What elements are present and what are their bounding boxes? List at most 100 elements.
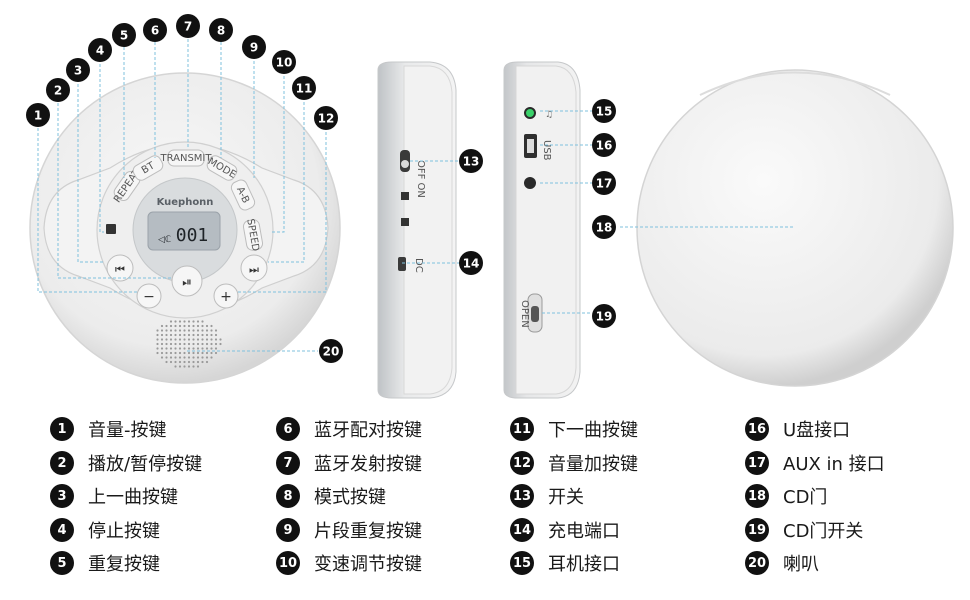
legend-number-badge: 6 [276, 417, 300, 441]
grille-dot [174, 333, 177, 337]
grille-dot [183, 351, 186, 355]
callout-badge: 8 [209, 18, 233, 42]
grille-dot [174, 342, 177, 346]
grille-dot [196, 360, 200, 364]
grille-dot [187, 356, 191, 359]
grille-dot [196, 356, 200, 359]
grille-dot [174, 320, 177, 323]
grille-dot [160, 333, 164, 337]
grille-dot [201, 356, 204, 359]
stop-button[interactable] [106, 224, 116, 234]
callout-badge: 19 [592, 304, 616, 328]
grille-dot [156, 342, 159, 346]
grille-dot [183, 324, 186, 328]
callout-badge-number: 19 [596, 310, 613, 324]
callout-badge-circle [272, 50, 296, 74]
grille-dot [201, 324, 204, 328]
grille-dot [210, 347, 213, 350]
callout-badge-number: 4 [96, 44, 104, 58]
legend-number-badge: 19 [745, 518, 769, 542]
callout-badge-number: 11 [296, 82, 313, 96]
callout-badge-number: 3 [74, 64, 82, 78]
callout-badge-circle [592, 133, 616, 157]
grille-dot [187, 333, 191, 337]
grille-dot [169, 347, 173, 350]
headphone-icon: ♫ [545, 110, 553, 120]
aux-jack[interactable] [524, 177, 536, 189]
grille-dot [192, 347, 195, 350]
grille-dot [196, 324, 200, 328]
callout-badge: 10 [272, 50, 296, 74]
grille-dot [169, 338, 173, 341]
callout-badge-circle [592, 171, 616, 195]
grille-dot [205, 360, 209, 364]
volume-up-button[interactable] [213, 283, 239, 309]
grille-dot [156, 333, 159, 337]
grille-dot [201, 342, 204, 346]
grille-dot [174, 338, 177, 341]
grille-dot [160, 324, 164, 328]
mode-button[interactable] [205, 154, 239, 183]
callout-badge-circle [459, 149, 483, 173]
grille-dot [165, 324, 168, 328]
grille-dot [201, 320, 204, 323]
callout-badge-circle [88, 38, 112, 62]
grille-dot [174, 351, 177, 355]
grille-dot [178, 320, 182, 323]
grille-dot [183, 338, 186, 341]
callout-badge-circle [242, 35, 266, 59]
callout-badge-number: 1 [34, 109, 42, 123]
grille-dot [214, 342, 218, 346]
callout-badge-number: 12 [318, 112, 335, 126]
grille-dot [196, 351, 200, 355]
legend-number-badge: 8 [276, 484, 300, 508]
cd-door[interactable] [636, 69, 954, 387]
grille-dot [187, 360, 191, 364]
callout-badge-number: 5 [120, 29, 128, 43]
grille-dot [156, 338, 159, 341]
legend-label: 耳机接口 [548, 554, 620, 575]
leader-lines [37, 39, 795, 352]
grille-dot [214, 333, 218, 337]
grille-dot [174, 324, 177, 328]
grille-dot [174, 356, 177, 359]
speed-button[interactable] [242, 219, 264, 251]
grille-dot [196, 338, 200, 341]
ab-button[interactable] [229, 178, 256, 212]
grille-dot [165, 360, 168, 364]
play-pause-button[interactable] [171, 265, 203, 297]
legend-label: 变速调节按键 [314, 554, 422, 575]
grille-dot [210, 356, 213, 359]
grille-dot [210, 333, 213, 337]
grille-dot [187, 324, 191, 328]
next-button[interactable] [240, 254, 268, 282]
grille-dot [160, 351, 164, 355]
grille-dot [178, 342, 182, 346]
grille-dot [201, 351, 204, 355]
callout-badge: 16 [592, 133, 616, 157]
legend-label: CD门 [783, 487, 828, 508]
grille-dot [192, 351, 195, 355]
transmit-button[interactable] [167, 149, 205, 167]
volume-down-button[interactable] [136, 283, 162, 309]
grille-dot [156, 329, 159, 332]
legend-number-badge: 3 [50, 484, 74, 508]
bt-button[interactable] [131, 154, 165, 183]
dc-port[interactable] [398, 257, 406, 271]
grille-dot [187, 329, 191, 332]
grille-dot [192, 320, 195, 323]
grille-dot [169, 351, 173, 355]
prev-button[interactable] [106, 254, 134, 282]
headphone-jack[interactable] [524, 107, 536, 119]
side-view-right: ♫ USB OPEN [503, 61, 581, 399]
grille-dot [205, 351, 209, 355]
side-port-a [401, 192, 409, 200]
grille-dot [219, 338, 222, 341]
open-label: OPEN [519, 300, 530, 328]
on-off-label: OFF ON [415, 160, 426, 198]
